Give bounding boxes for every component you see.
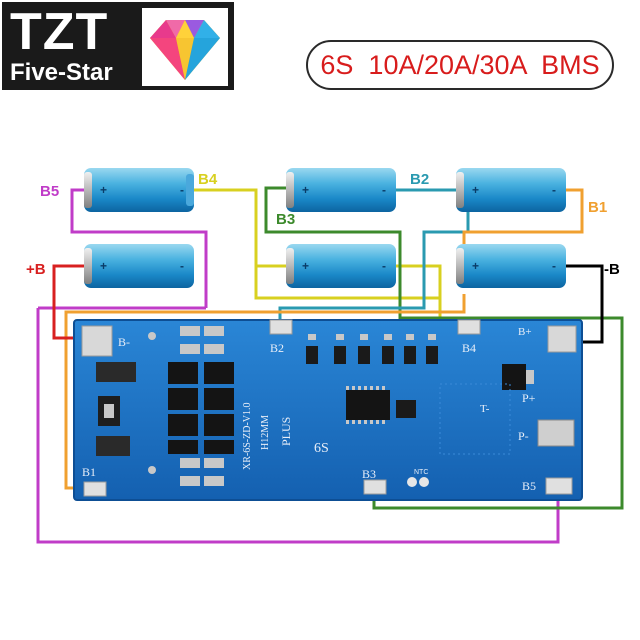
wire-b5-bottom	[36, 308, 560, 544]
wire-b4	[194, 188, 442, 300]
silk-height: H12MM	[260, 415, 271, 450]
svg-text:+: +	[472, 259, 479, 273]
battery-cell: + -	[84, 244, 194, 288]
svg-text:-: -	[552, 259, 556, 273]
pad-b3	[363, 479, 387, 495]
silk-plus: PLUS	[279, 417, 293, 446]
product-title: 6S 10A/20A/30A BMS	[320, 50, 600, 80]
brand-logo: TZT Five-Star	[2, 2, 234, 90]
svg-text:-: -	[180, 259, 184, 273]
pad-b4	[457, 319, 481, 335]
svg-text:-: -	[552, 183, 556, 197]
silk-p-minus: P-	[518, 429, 529, 443]
svg-text:+: +	[100, 183, 107, 197]
logo-sub-text: Five-Star	[10, 59, 113, 86]
wire-b3	[264, 186, 624, 510]
svg-text:-: -	[382, 183, 386, 197]
wire-plus-b	[52, 264, 86, 340]
battery-cell: + -	[456, 168, 566, 212]
pad-b5	[545, 477, 573, 495]
silk-6s: 6S	[314, 441, 329, 456]
battery-cell: + -	[456, 244, 566, 288]
pad-b-plus	[547, 325, 577, 353]
silk-b3: B3	[362, 467, 376, 481]
silk-b-plus: B+	[518, 326, 532, 338]
battery-cell: + -	[84, 168, 194, 212]
battery-cell: + -	[286, 244, 396, 288]
pad-b2	[269, 319, 293, 335]
svg-text:+: +	[100, 259, 107, 273]
bms-board: B- B2 B4 B+ B1 B3 B5 P+ P- T- 6S NTC XR-…	[73, 319, 583, 501]
svg-text:+: +	[302, 183, 309, 197]
silk-p-plus: P+	[522, 391, 536, 405]
svg-text:+: +	[472, 183, 479, 197]
silk-b2: B2	[270, 341, 284, 355]
diamond-icon	[142, 8, 228, 86]
silk-ntc: NTC	[414, 469, 428, 476]
logo-brand-text: TZT	[10, 3, 109, 61]
battery-cell: + -	[286, 168, 396, 212]
pad-b1	[83, 481, 107, 497]
pad-b-minus	[81, 325, 113, 357]
svg-text:+: +	[302, 259, 309, 273]
silk-model: XR-6S-ZD-V1.0	[242, 403, 253, 471]
silk-b-minus: B-	[118, 335, 130, 349]
title-badge: 6S 10A/20A/30A BMS	[306, 40, 614, 90]
svg-text:-: -	[382, 259, 386, 273]
label-b4: B4	[198, 171, 218, 188]
silk-t-minus: T-	[480, 403, 490, 415]
label-b2: B2	[410, 171, 430, 188]
silk-b5: B5	[522, 479, 536, 493]
pad-p-minus	[537, 419, 575, 447]
wire-b5	[70, 188, 208, 308]
label-plus-b: +B	[26, 261, 46, 278]
label-b1: B1	[588, 199, 608, 216]
svg-text:-: -	[180, 183, 184, 197]
silk-b4: B4	[462, 341, 476, 355]
label-minus-b: -B	[604, 261, 620, 278]
label-b5: B5	[40, 183, 60, 200]
silk-b1: B1	[82, 465, 96, 479]
label-b3: B3	[276, 211, 296, 228]
